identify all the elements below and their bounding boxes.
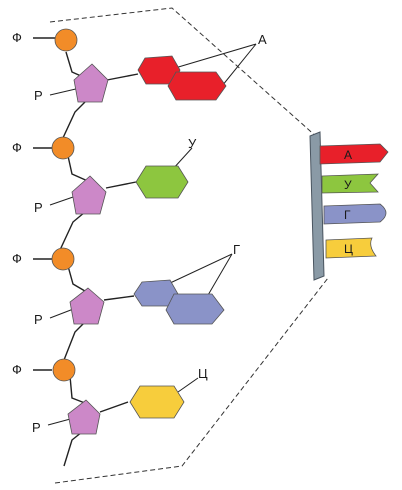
legend-flag-c	[325, 237, 377, 259]
legend-label-c: Ц	[344, 242, 353, 256]
legend-flag-g	[323, 203, 387, 225]
phosphate-label: Ф	[12, 30, 22, 45]
base-g-label: Г	[233, 242, 240, 257]
base-a-label: А	[258, 32, 267, 47]
ribose-label: Р	[34, 200, 43, 215]
base-a-ring-2	[167, 71, 227, 101]
legend-label-g: Г	[344, 208, 351, 222]
phosphate-stubs	[33, 37, 56, 371]
legend-label-u: У	[344, 178, 352, 192]
ribose-pentagon	[73, 63, 109, 103]
base-leaders	[167, 43, 257, 393]
ribose-pentagon	[67, 399, 101, 435]
ribose-leaders	[47, 87, 81, 426]
ribose-pentagon	[71, 175, 107, 215]
ribose-label: Р	[34, 312, 43, 327]
ribose-pentagon	[69, 287, 105, 325]
ribose-label: Р	[34, 88, 43, 103]
ribose-label: Р	[32, 420, 41, 435]
base-c-ring	[129, 385, 185, 419]
legend-flag-u	[321, 173, 379, 194]
phosphate-label: Ф	[12, 362, 22, 377]
base-u-ring	[135, 165, 189, 199]
callout-outline-top	[49, 7, 319, 139]
base-g-ring-2	[165, 293, 225, 325]
phosphate-label: Ф	[12, 251, 22, 266]
phosphate-circle	[52, 358, 76, 382]
base-c-label: Ц	[198, 366, 208, 381]
legend-label-a: А	[344, 148, 352, 162]
base-u-label: У	[188, 136, 197, 151]
phosphate-circle	[54, 28, 78, 52]
legend-bar	[309, 131, 325, 281]
glycosidic-bonds	[99, 73, 139, 413]
callout-outline-bottom	[54, 277, 329, 484]
legend-flag-a	[319, 143, 389, 165]
phosphate-label: Ф	[12, 140, 22, 155]
phosphate-circle	[51, 136, 75, 160]
phosphate-circle	[51, 247, 75, 271]
